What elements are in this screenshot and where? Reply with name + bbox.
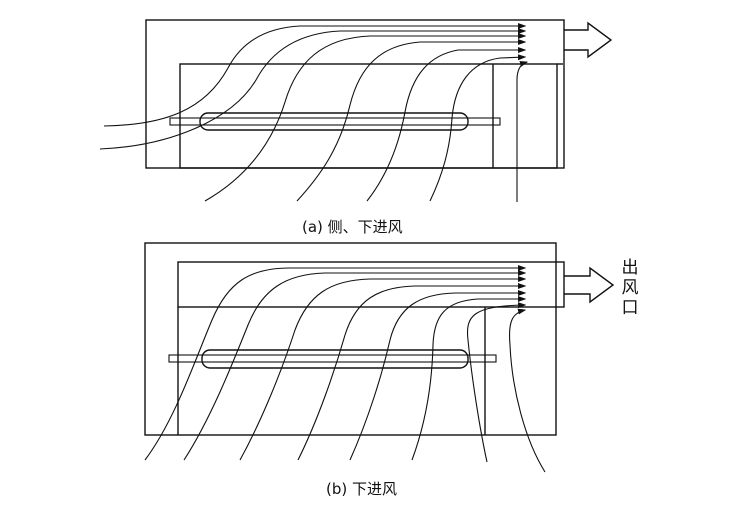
diagram-a-lamp-tube — [169, 112, 501, 131]
outlet-label-char: 风 — [621, 278, 639, 298]
diagram-b — [144, 242, 615, 473]
outlet-label: 出 风 口 — [620, 258, 640, 318]
airflow-line — [516, 62, 527, 202]
outlet-label-char: 出 — [621, 258, 639, 278]
airflow-line — [297, 286, 525, 461]
airflow-line — [466, 305, 525, 463]
diagram-b-lamp-tube — [168, 349, 497, 369]
airflow-line — [366, 50, 525, 202]
airflow-line — [296, 42, 525, 202]
diagram-b-inner-box — [177, 261, 565, 308]
airflow-line — [204, 36, 525, 202]
diagram-a — [99, 19, 613, 202]
diagram-a-lamp-reflector-box — [179, 63, 558, 169]
diagram-a-outlet-arrow — [564, 21, 613, 59]
caption-a: (a) 侧、下进风 — [302, 218, 403, 236]
diagram-b-outlet-arrow — [564, 266, 615, 304]
diagram-a-airflow-lines — [99, 26, 527, 202]
diagram-b-outer-housing — [144, 242, 557, 436]
airflow-line — [239, 279, 525, 461]
diagram-b-airflow-lines — [144, 268, 546, 473]
airflow-line — [144, 268, 525, 461]
outlet-label-char: 口 — [621, 298, 639, 318]
airflow-line — [508, 310, 546, 473]
airflow-line — [349, 293, 525, 461]
airflow-line — [183, 273, 525, 461]
airflow-line — [99, 31, 525, 150]
airflow-line — [411, 299, 525, 461]
airflow-line — [103, 26, 525, 127]
airflow-line — [429, 57, 525, 202]
caption-b: (b) 下进风 — [326, 480, 397, 498]
